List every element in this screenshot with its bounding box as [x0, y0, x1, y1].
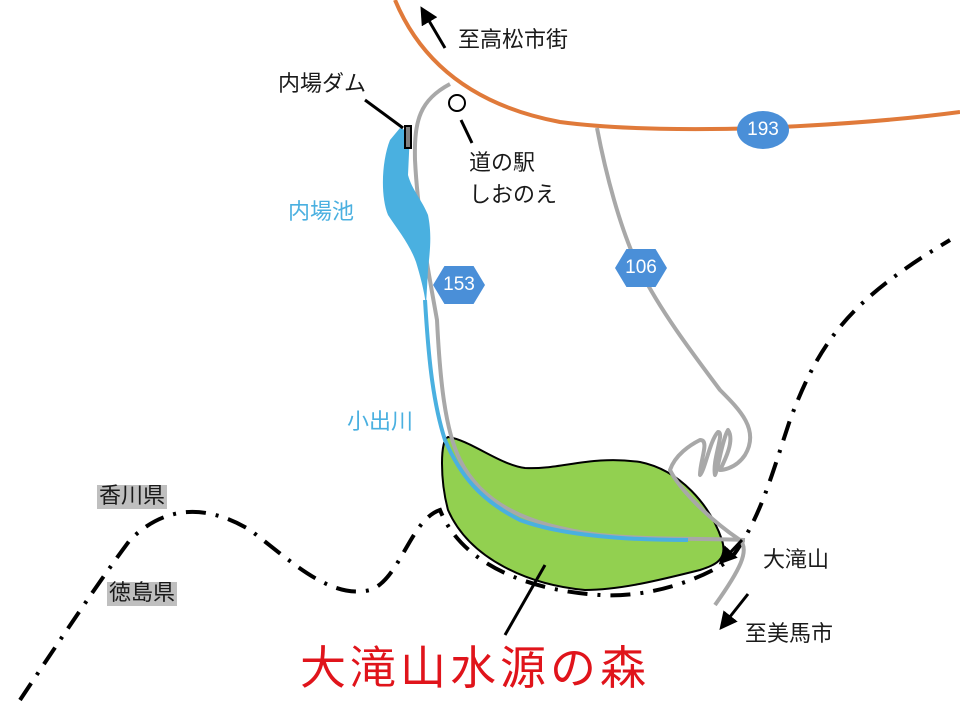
- dam-leader-line: [364, 98, 404, 130]
- prefecture-boundary: [18, 238, 952, 702]
- arrow-mountain-icon: [718, 538, 744, 565]
- route-number: 153: [443, 274, 475, 295]
- label-station-line1: 道の駅: [469, 151, 536, 176]
- label-to-mima: 至美馬市: [745, 622, 834, 647]
- route-shield-106: 106: [615, 249, 667, 287]
- label-river: 小出川: [347, 410, 414, 435]
- reservoir: [382, 128, 431, 305]
- label-kagawa: 香川県: [97, 484, 168, 509]
- river-koide: [423, 299, 689, 542]
- national-road-193: [393, 0, 960, 132]
- label-station-line2: しおのえ: [469, 183, 558, 208]
- label-to-takamatsu: 至高松市街: [458, 28, 569, 53]
- route-shield-193: 193: [737, 111, 789, 149]
- map-title: 大滝山水源の森: [300, 641, 650, 695]
- pref-road-106: [595, 127, 753, 607]
- route-shield-153: 153: [433, 266, 485, 304]
- forest-leader-line: [503, 564, 547, 636]
- route-number: 106: [625, 257, 657, 278]
- station-leader-line: [459, 119, 474, 144]
- label-reservoir: 内場池: [288, 200, 355, 225]
- arrow-to-mima-icon: [719, 593, 750, 631]
- label-dam: 内場ダム: [278, 72, 367, 97]
- forest-area: [441, 435, 725, 592]
- arrow-to-takamatsu-icon: [420, 6, 447, 49]
- label-tokushima: 徳島県: [107, 581, 178, 606]
- dam-marker: [404, 125, 412, 149]
- route-number: 193: [747, 119, 779, 140]
- label-mountain: 大滝山: [763, 548, 830, 573]
- roadside-station-icon: [448, 94, 466, 112]
